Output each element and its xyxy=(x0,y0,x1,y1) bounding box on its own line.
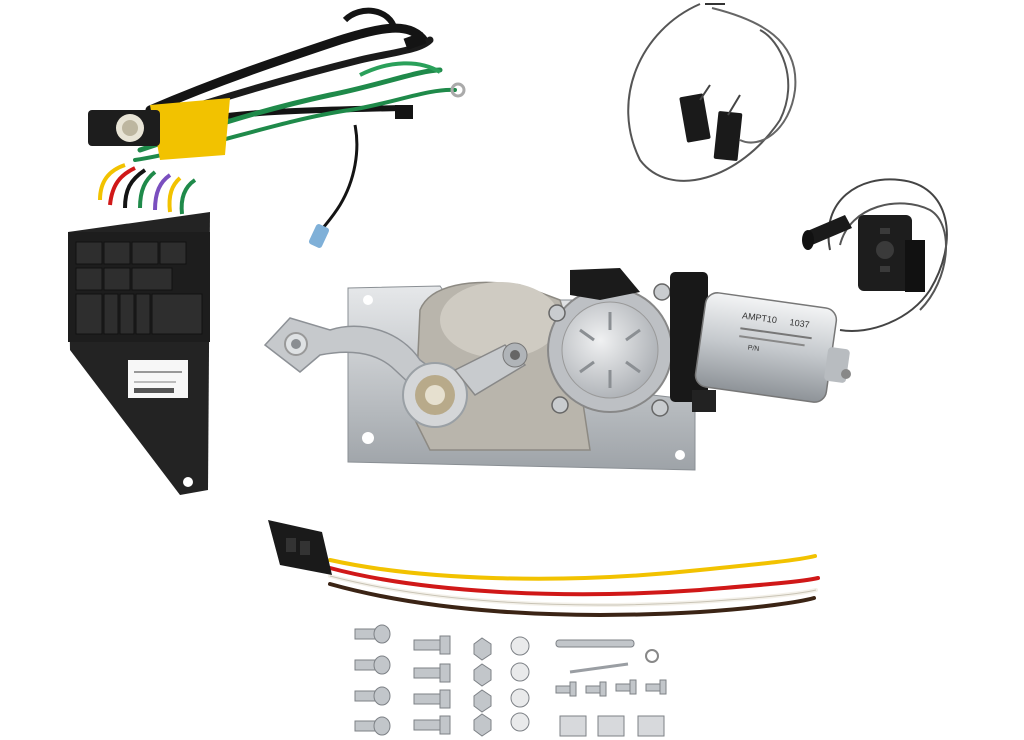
washers xyxy=(510,636,530,732)
motor-label-model: AMPT10 xyxy=(741,310,777,325)
magnet-sensor xyxy=(679,93,711,143)
hex-bolts xyxy=(413,635,451,735)
clevis-pin xyxy=(555,639,635,648)
hardware-kit xyxy=(354,624,667,737)
blue-terminal xyxy=(308,224,330,248)
wiring-harness xyxy=(88,7,466,248)
carriage-bolts xyxy=(354,624,391,736)
motor-label-number: 1037 xyxy=(789,317,810,330)
door-sensor-kit xyxy=(802,178,948,332)
yellow-label-tag xyxy=(150,98,230,160)
cotter-pin xyxy=(569,662,629,674)
spring-clips xyxy=(559,715,665,737)
control-box xyxy=(68,212,210,495)
plunger-sensor xyxy=(805,215,852,245)
lock-washer xyxy=(645,649,659,663)
motor-can xyxy=(694,292,838,403)
step-motor-assembly: AMPT10 1037 P/N xyxy=(263,268,851,471)
ring-terminal xyxy=(450,82,466,98)
pigtail-connector xyxy=(268,520,820,617)
magnetic-sensor-pair xyxy=(627,3,797,182)
small-screws xyxy=(555,679,667,697)
motor-connector xyxy=(570,268,640,300)
magnet-block xyxy=(713,111,743,161)
motor-label-pn: P/N xyxy=(747,344,760,353)
hex-nuts xyxy=(473,637,492,737)
